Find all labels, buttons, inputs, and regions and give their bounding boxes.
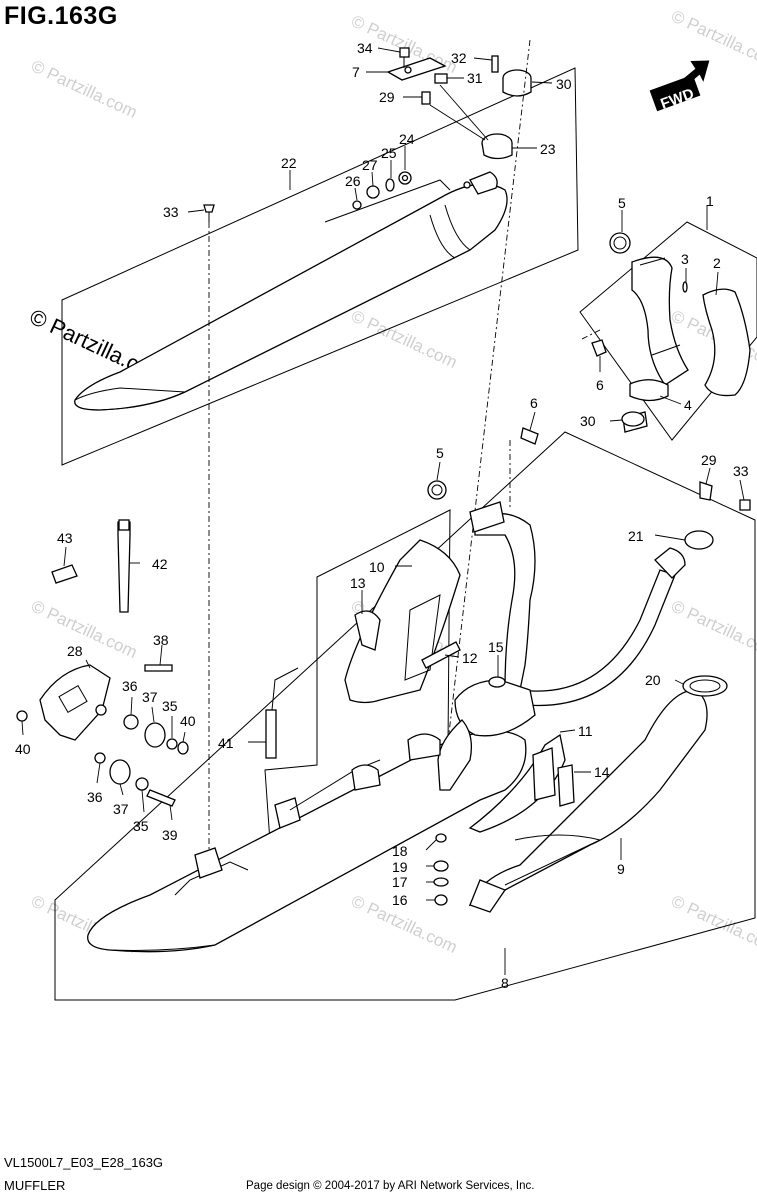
construction-lines: [208, 39, 601, 860]
callout-36: 36: [87, 789, 103, 805]
callout-6: 6: [530, 395, 538, 411]
lower-muffler-assembly: [54, 431, 756, 1001]
oxygen-sensor: [265, 667, 299, 759]
callout-43: 43: [57, 530, 73, 546]
callout-15: 15: [488, 639, 504, 655]
callout-6: 6: [596, 377, 604, 393]
callout-20: 20: [645, 672, 661, 688]
callout-7: 7: [352, 64, 360, 80]
fwd-arrow-icon: FWD: [649, 60, 710, 113]
callout-1: 1: [706, 193, 714, 209]
callout-26: 26: [345, 173, 361, 189]
callout-19: 19: [392, 859, 408, 875]
mounting-bracket: [16, 664, 189, 807]
callout-30: 30: [580, 413, 596, 429]
callout-16: 16: [392, 892, 408, 908]
callout-9: 9: [617, 861, 625, 877]
lower-hardware: [427, 411, 645, 906]
callout-35: 35: [133, 818, 149, 834]
callout-36: 36: [122, 678, 138, 694]
front-pipe-assembly: [579, 221, 757, 441]
callout-21: 21: [628, 528, 644, 544]
callout-numbers: 1 2 3 4 5 5 6 6 7 8 9 10 11 12 13 14 15 …: [15, 40, 749, 991]
callout-23: 23: [540, 141, 556, 157]
callout-39: 39: [162, 827, 178, 843]
callout-22: 22: [281, 155, 297, 171]
fig-title: FIG.163G: [4, 2, 118, 30]
callout-29: 29: [701, 452, 717, 468]
callout-35: 35: [162, 698, 178, 714]
callout-29: 29: [379, 89, 395, 105]
watermark-text: © Partzilla.com: [28, 56, 140, 122]
callout-32: 32: [451, 50, 467, 66]
callout-33: 33: [163, 204, 179, 220]
callout-17: 17: [392, 874, 408, 890]
callout-12: 12: [462, 650, 478, 666]
callout-2: 2: [713, 255, 721, 271]
callout-10: 10: [369, 559, 385, 575]
callout-5: 5: [436, 445, 444, 461]
callout-5: 5: [618, 195, 626, 211]
watermark-text: © Partzilla.com: [668, 6, 757, 72]
page-credit: Page design © 2004-2017 by ARI Network S…: [246, 1180, 535, 1192]
callout-24: 24: [399, 131, 415, 147]
callout-11: 11: [578, 723, 593, 739]
callout-40: 40: [15, 741, 31, 757]
callout-34: 34: [357, 40, 373, 56]
callout-30: 30: [556, 76, 572, 92]
callout-33: 33: [733, 463, 749, 479]
callout-8: 8: [501, 975, 509, 991]
callout-37: 37: [113, 801, 129, 817]
callout-37: 37: [142, 689, 158, 705]
callout-3: 3: [681, 251, 689, 267]
callout-31: 31: [467, 70, 483, 86]
watermark-text: © Partzilla.com: [668, 596, 757, 662]
callout-27: 27: [362, 157, 378, 173]
watermark-text: © Partzilla.com: [668, 891, 757, 957]
callout-13: 13: [350, 575, 366, 591]
callout-14: 14: [594, 764, 610, 780]
model-code: VL1500L7_E03_E28_163G: [4, 1155, 164, 1170]
cable-tie-and-label: [51, 519, 131, 613]
section-name: MUFFLER: [4, 1178, 66, 1193]
callout-38: 38: [153, 632, 169, 648]
callout-25: 25: [381, 145, 397, 161]
leader-lines: [21, 47, 745, 975]
callout-41: 41: [218, 735, 234, 751]
upper-hardware: [203, 47, 532, 222]
callout-40: 40: [180, 713, 196, 729]
upper-muffler-assembly: [61, 67, 579, 466]
callout-4: 4: [684, 397, 692, 413]
callout-28: 28: [67, 643, 83, 659]
callout-18: 18: [392, 843, 408, 859]
callout-42: 42: [152, 556, 168, 572]
